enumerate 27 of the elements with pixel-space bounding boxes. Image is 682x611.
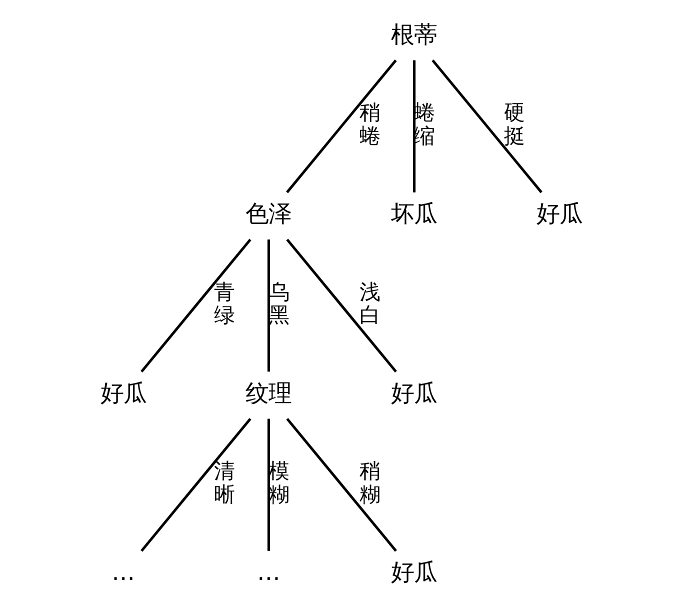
connector [286, 418, 396, 552]
connector [140, 418, 251, 552]
connector [412, 60, 416, 192]
node-text: 好瓜 [100, 378, 146, 407]
node-text: … [111, 558, 134, 586]
node-text: 纹理 [245, 378, 292, 407]
node-text: 好瓜 [536, 200, 582, 228]
edge-label: 稍糊 [359, 459, 380, 506]
node-text: … [256, 558, 280, 586]
edge-label: 乌黑 [268, 280, 290, 328]
node-text: 好瓜 [390, 378, 437, 407]
edge-label: 模糊 [268, 459, 290, 506]
node-text: 好瓜 [390, 558, 437, 586]
connector [286, 238, 396, 372]
edge-label: 稍蜷 [359, 100, 380, 148]
node-text: 根蒂 [390, 20, 437, 48]
node-text: 色泽 [245, 200, 292, 228]
edge-label: 青绿 [214, 280, 235, 328]
connector [431, 59, 542, 194]
edge-label: 清晰 [214, 459, 235, 506]
edge-label: 浅白 [359, 280, 380, 328]
connector [140, 238, 251, 372]
edge-label: 硬挺 [503, 100, 524, 148]
node-text: 坏瓜 [390, 200, 437, 228]
connector [266, 418, 270, 551]
connector [286, 59, 396, 194]
connector [266, 240, 270, 372]
